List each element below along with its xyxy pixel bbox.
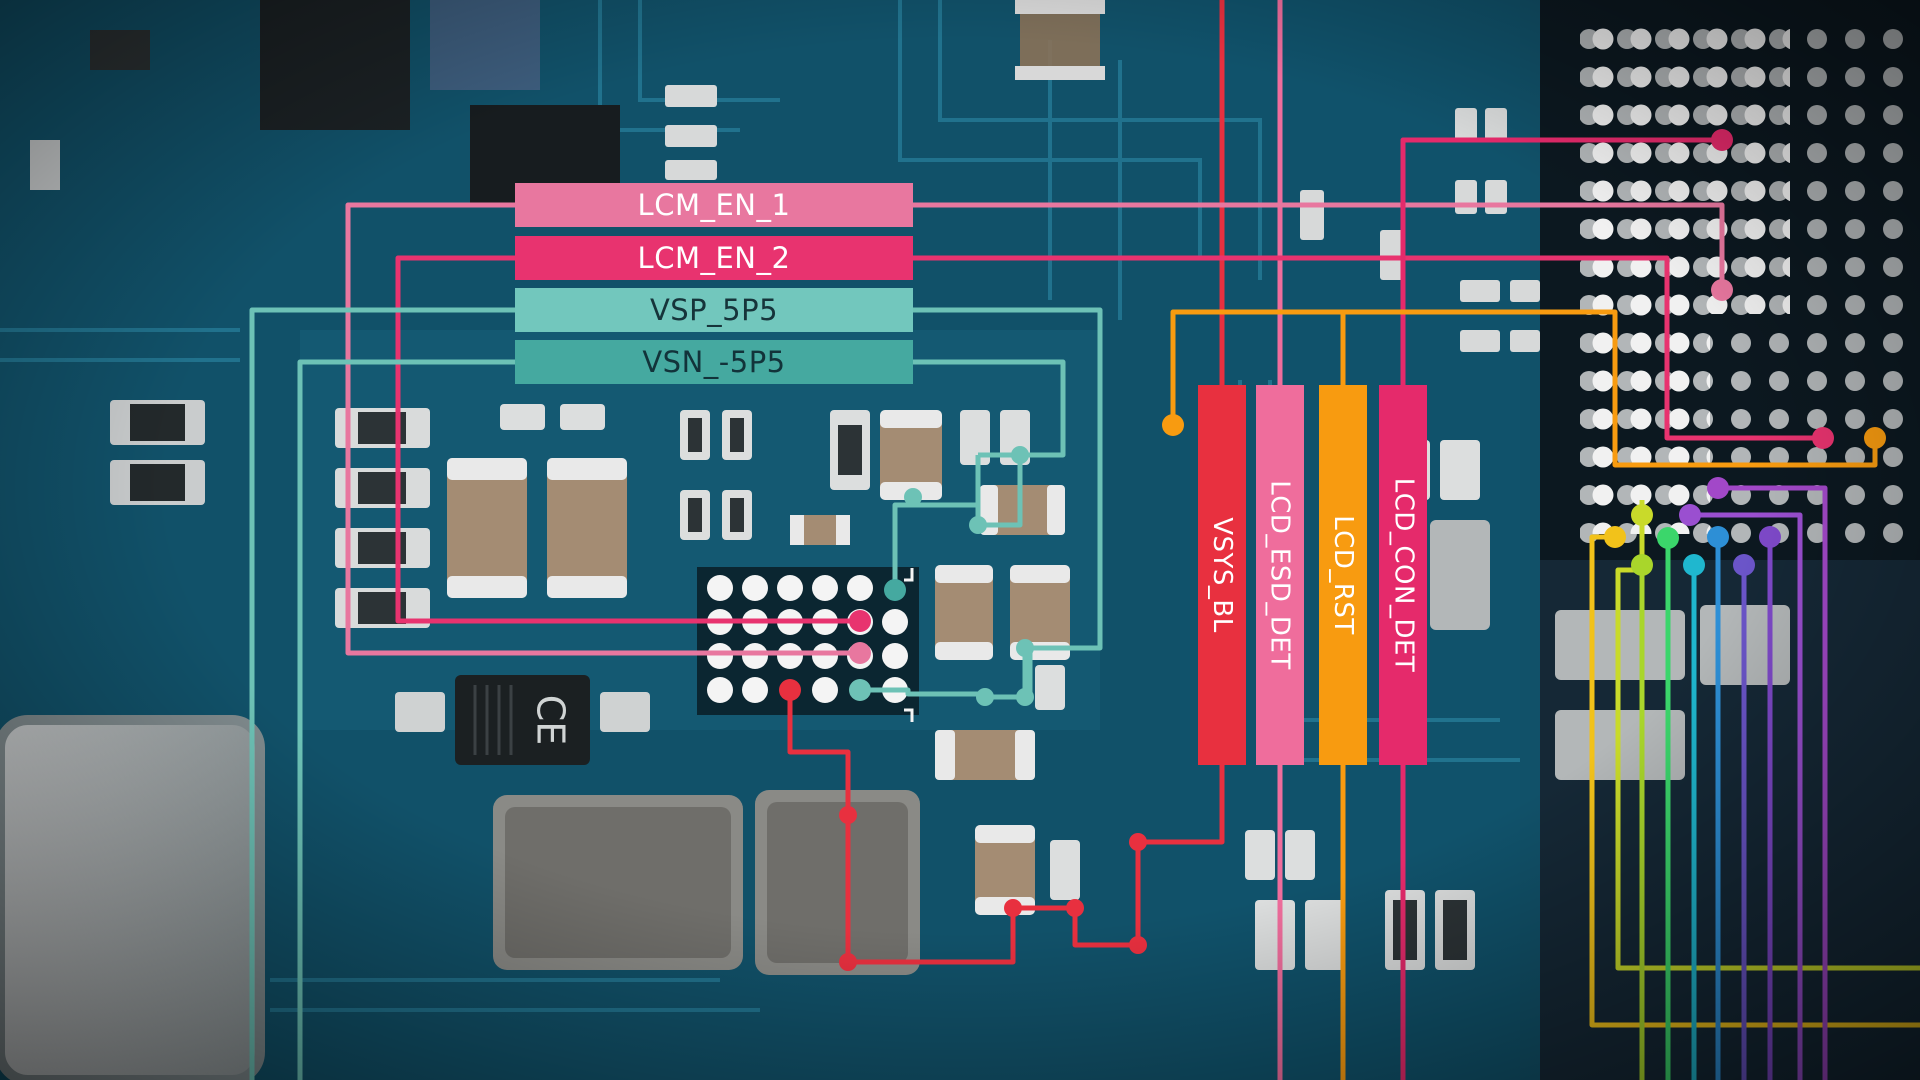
net-label-lcm-en-2: LCM_EN_2 [515,236,913,280]
net-label-text: VSN_-5P5 [642,345,786,379]
net-label-text: LCD_ESD_DET [1265,480,1296,670]
net-label-text: LCM_EN_1 [637,188,791,222]
net-label-lcd-con-det: LCD_CON_DET [1379,385,1427,765]
net-label-lcd-rst: LCD_RST [1319,385,1367,765]
net-label-lcm-en-1: LCM_EN_1 [515,183,913,227]
net-label-text: LCD_CON_DET [1388,477,1418,673]
net-label-text: LCM_EN_2 [637,241,791,275]
net-label-vsp-5p5: VSP_5P5 [515,288,913,332]
net-label-text: LCD_RST [1328,515,1358,635]
net-label-text: VSYS_BL [1207,517,1237,633]
net-label-lcd-esd-det: LCD_ESD_DET [1256,385,1304,765]
net-label-vsn-5p5: VSN_-5P5 [515,340,913,384]
net-label-text: VSP_5P5 [649,293,779,327]
net-label-vsys-bl: VSYS_BL [1198,385,1246,765]
